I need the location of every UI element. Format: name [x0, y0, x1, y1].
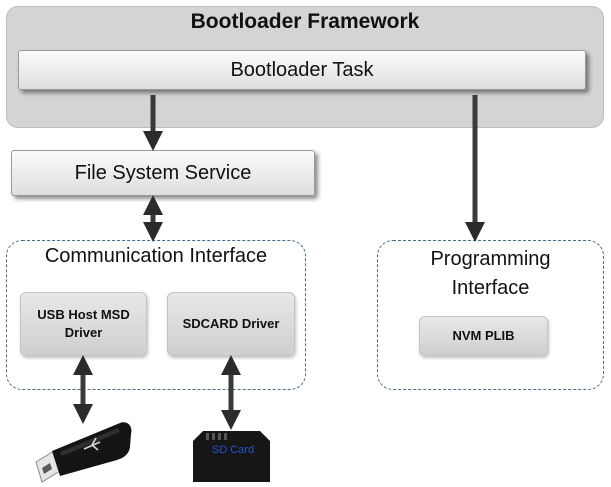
- bootloader-task-label: Bootloader Task: [230, 58, 374, 81]
- programming-title-line2: Interface: [451, 277, 530, 299]
- communication-interface-title: Communication Interface: [44, 245, 268, 267]
- framework-title: Bootloader Framework: [190, 10, 420, 33]
- usb-host-msd-driver-box: USB Host MSD Driver: [20, 292, 147, 356]
- usb-driver-label-line2: Driver: [64, 325, 103, 340]
- nvm-plib-label: NVM PLIB: [452, 328, 515, 343]
- file-system-service-label: File System Service: [74, 161, 252, 184]
- file-system-service-box: File System Service: [11, 150, 315, 196]
- programming-title-line1: Programming: [430, 248, 551, 270]
- nvm-plib-box: NVM PLIB: [419, 316, 548, 356]
- programming-interface-title: Programming Interface: [377, 245, 604, 303]
- bootloader-task-box: Bootloader Task: [18, 50, 586, 90]
- sdcard-driver-label: SDCARD Driver: [182, 316, 280, 331]
- usb-driver-label-line1: USB Host MSD: [37, 307, 130, 322]
- sd-card-icon: [193, 431, 270, 482]
- sd-card-label: SD Card: [211, 444, 255, 456]
- programming-interface-group: [377, 240, 604, 390]
- usb-flash-drive-icon: [35, 422, 132, 483]
- sdcard-driver-box: SDCARD Driver: [167, 292, 295, 356]
